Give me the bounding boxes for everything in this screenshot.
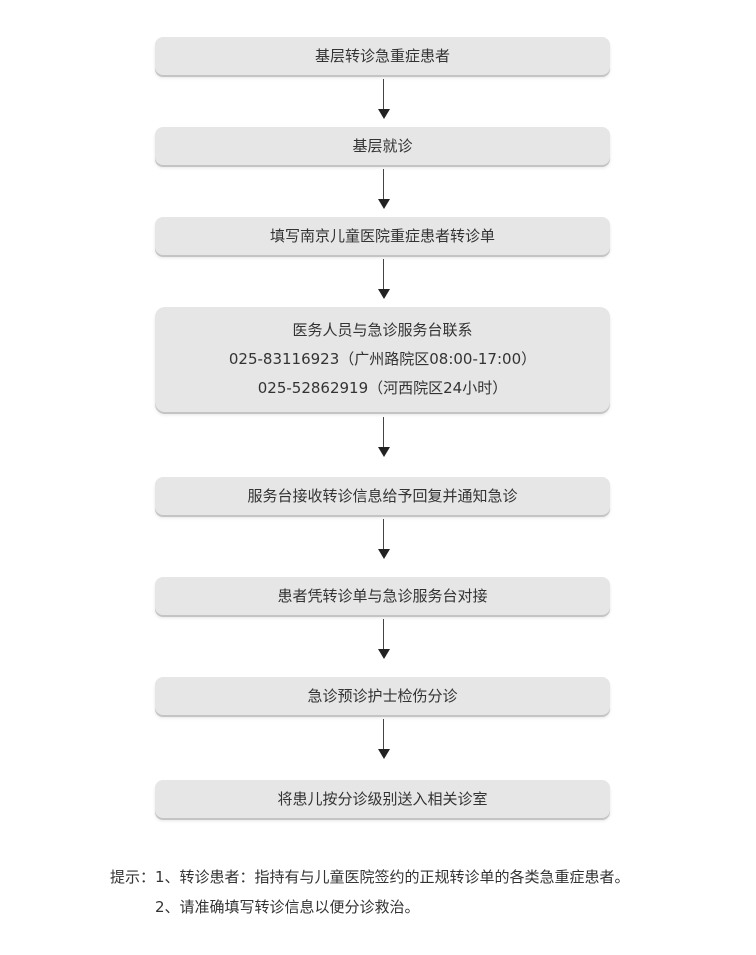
step-7-text: 急诊预诊护士检伤分诊: [307, 686, 458, 705]
step-3-text: 填写南京儿童医院重症患者转诊单: [269, 226, 495, 245]
step-4-title: 医务人员与急诊服务台联系: [292, 321, 473, 339]
arrow-3-to-4: [378, 259, 390, 299]
arrow-4-to-5: [378, 417, 390, 457]
step-box-6: 患者凭转诊单与急诊服务台对接: [155, 577, 610, 615]
step-8-text: 将患儿按分诊级别送入相关诊室: [277, 789, 488, 808]
step-box-2: 基层就诊: [155, 127, 610, 165]
step-1-text: 基层转诊急重症患者: [314, 46, 450, 65]
arrow-5-to-6: [378, 519, 390, 559]
note-row-1: 提示： 1、转诊患者：指持有与儿童医院签约的正规转诊单的各类急重症患者。: [110, 862, 630, 892]
step-4-phone-hexi: 025-52862919（河西院区24小时）: [257, 379, 508, 397]
step-box-7: 急诊预诊护士检伤分诊: [155, 677, 610, 715]
step-box-3: 填写南京儿童医院重症患者转诊单: [155, 217, 610, 255]
notes-prefix: 提示：: [110, 868, 156, 886]
arrow-7-to-8: [378, 719, 390, 759]
note-row-2: 提示： 2、请准确填写转诊信息以便分诊救治。: [110, 892, 630, 922]
step-2-text: 基层就诊: [352, 136, 413, 155]
step-box-5: 服务台接收转诊信息给予回复并通知急诊: [155, 477, 610, 515]
step-6-text: 患者凭转诊单与急诊服务台对接: [277, 586, 488, 605]
arrow-6-to-7: [378, 619, 390, 659]
step-5-text: 服务台接收转诊信息给予回复并通知急诊: [247, 486, 518, 505]
arrow-2-to-3: [378, 169, 390, 209]
step-box-8: 将患儿按分诊级别送入相关诊室: [155, 780, 610, 818]
arrow-1-to-2: [378, 79, 390, 119]
notes-section: 提示： 1、转诊患者：指持有与儿童医院签约的正规转诊单的各类急重症患者。 提示：…: [110, 862, 630, 922]
step-4-phone-guangzhou-road: 025-83116923（广州路院区08:00-17:00）: [228, 350, 537, 368]
step-box-1: 基层转诊急重症患者: [155, 37, 610, 75]
note-item-2: 2、请准确填写转诊信息以便分诊救治。: [155, 898, 420, 916]
note-item-1: 1、转诊患者：指持有与儿童医院签约的正规转诊单的各类急重症患者。: [155, 868, 630, 886]
step-box-4: 医务人员与急诊服务台联系 025-83116923（广州路院区08:00-17:…: [155, 307, 610, 412]
